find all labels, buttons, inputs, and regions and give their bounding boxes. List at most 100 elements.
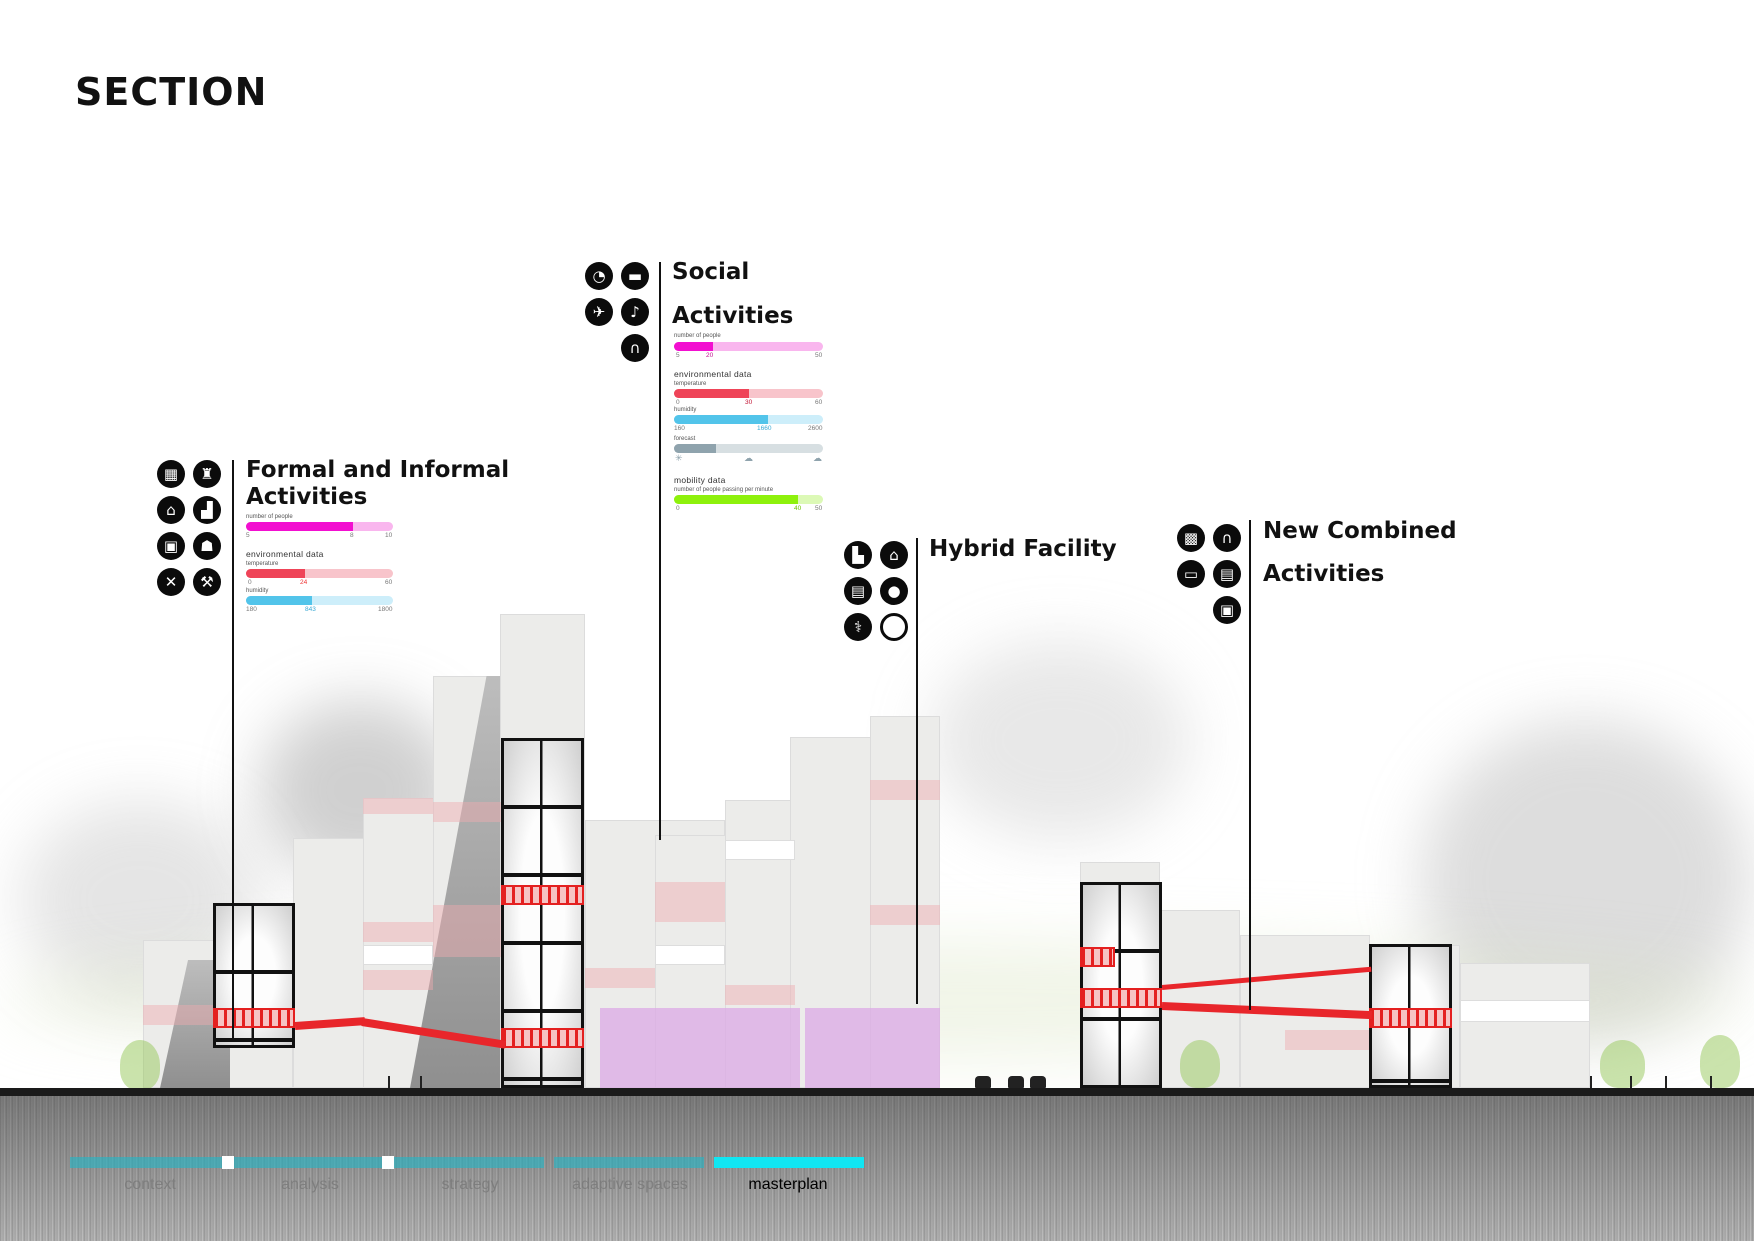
bed-icon: ▙: [844, 541, 872, 569]
tree: [1700, 1035, 1740, 1088]
nav-label-adaptive-spaces[interactable]: adaptive spaces: [572, 1176, 688, 1193]
humidity-bar: [674, 415, 823, 424]
factory-crowd-icon: ♜: [193, 460, 221, 488]
tools-crossed-icon: ✕: [157, 568, 185, 596]
laptop-cash-icon: ▣: [157, 532, 185, 560]
people-bar: [246, 522, 393, 531]
nav-separator: [382, 1156, 394, 1169]
activity-floor: [1285, 1030, 1370, 1050]
open-floor: [655, 945, 725, 965]
activity-floor: [655, 882, 725, 922]
temperature-bar: [674, 389, 823, 398]
leader-line: [916, 538, 918, 1004]
stethoscope-icon: ⚕: [844, 613, 872, 641]
car: [1030, 1076, 1046, 1088]
haze-cloud: [930, 640, 1190, 840]
hammock-icon: ∩: [621, 334, 649, 362]
guitar-icon: ♪: [621, 298, 649, 326]
cloud-icon: ☁: [813, 453, 822, 463]
building-block: [1460, 963, 1590, 1088]
red-activity-floor: [1080, 947, 1115, 967]
tree: [1600, 1040, 1645, 1088]
activity-floor: [433, 802, 503, 822]
people-label: number of people: [246, 514, 293, 520]
screen-icon: ▭: [1177, 560, 1205, 588]
person: [1630, 1076, 1632, 1088]
open-floor: [363, 945, 433, 965]
lilac-volume: [805, 1008, 940, 1088]
sun-icon: ✳: [675, 453, 683, 463]
activity-floor: [363, 798, 433, 814]
hammock-icon: ∩: [1213, 524, 1241, 552]
nav-segment-context[interactable]: [70, 1157, 222, 1168]
nav-segment-adaptive-spaces[interactable]: [554, 1157, 704, 1168]
open-floor: [1460, 1000, 1590, 1022]
callout-heading: Hybrid Facility: [929, 536, 1117, 562]
office-building-icon: ▦: [157, 460, 185, 488]
person: [388, 1076, 390, 1088]
tree: [120, 1040, 160, 1090]
activity-floor: [363, 922, 433, 942]
food-pot-icon: ☗: [193, 532, 221, 560]
ground-line: [0, 1088, 1754, 1096]
activity-floor: [870, 780, 940, 800]
person: [1590, 1076, 1592, 1088]
red-activity-floor: [213, 1008, 295, 1028]
projector-icon: ▩: [1177, 524, 1205, 552]
forecast-bar: [674, 444, 823, 453]
open-floor: [725, 840, 795, 860]
market-stall-icon: ⌂: [157, 496, 185, 524]
callout-heading: Activities: [1263, 561, 1385, 587]
callout-heading: Formal and Informal: [246, 457, 510, 483]
page-title: SECTION: [75, 70, 268, 114]
callout-heading: Activities: [246, 484, 368, 510]
activity-floor: [363, 970, 433, 990]
activity-floor: [143, 1005, 213, 1025]
nav-label-masterplan[interactable]: masterplan: [748, 1176, 828, 1193]
empty-circle-icon: [880, 613, 908, 641]
activity-floor: [725, 985, 795, 1005]
leader-line: [232, 460, 234, 1040]
bus-front-icon: ▤: [1213, 560, 1241, 588]
factory-icon: ▟: [193, 496, 221, 524]
tree: [1180, 1040, 1220, 1088]
grid-tower: [501, 738, 584, 1088]
person: [420, 1076, 422, 1088]
pig-icon: ●: [880, 577, 908, 605]
red-activity-floor: [1369, 1008, 1452, 1028]
nav-segment-masterplan[interactable]: [714, 1157, 864, 1168]
speedometer-icon: ◔: [585, 262, 613, 290]
humidity-bar: [246, 596, 393, 605]
activity-floor: [870, 905, 940, 925]
leader-line: [659, 262, 661, 840]
environmental-label: environmental data: [246, 549, 324, 559]
leader-line: [1249, 520, 1251, 1010]
lilac-volume: [600, 1008, 800, 1088]
callout-heading: New Combined: [1263, 518, 1457, 544]
ground-shade: [0, 1096, 1754, 1241]
airplane-icon: ✈: [585, 298, 613, 326]
callout-heading: Activities: [672, 303, 794, 329]
nav-label-strategy[interactable]: strategy: [441, 1176, 499, 1193]
red-activity-floor: [501, 1028, 584, 1048]
nav-separator: [222, 1156, 234, 1169]
car: [1008, 1076, 1024, 1088]
red-activity-floor: [1080, 988, 1162, 1008]
nav-label-context[interactable]: context: [124, 1176, 176, 1193]
nav-segment-strategy[interactable]: [394, 1157, 544, 1168]
activity-floor: [433, 905, 503, 957]
callout-heading: Social: [672, 259, 750, 285]
nav-label-analysis[interactable]: analysis: [281, 1176, 339, 1193]
red-activity-floor: [501, 885, 584, 905]
person: [1710, 1076, 1712, 1088]
mobility-bar: [674, 495, 823, 504]
cloud-sun-icon: ☁: [744, 453, 753, 463]
car: [975, 1076, 991, 1088]
storage-icon: ▤: [844, 577, 872, 605]
train-icon: ▣: [1213, 596, 1241, 624]
person: [1665, 1076, 1667, 1088]
couch-icon: ▬: [621, 262, 649, 290]
grid-tower: [1080, 882, 1162, 1088]
nav-segment-analysis[interactable]: [234, 1157, 382, 1168]
house-icon: ⌂: [880, 541, 908, 569]
